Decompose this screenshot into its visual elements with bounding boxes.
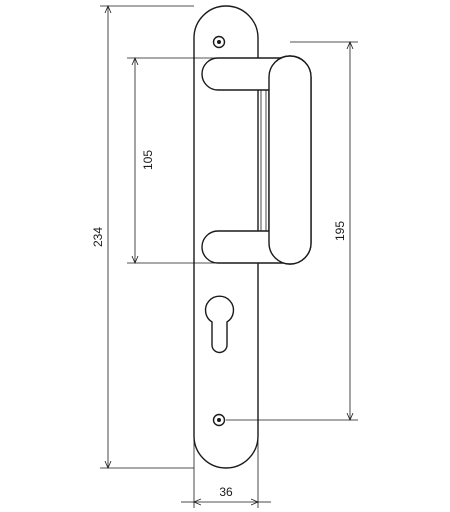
dimension-label-lever-spacing: 105 [141,150,155,170]
bottom-screw-hole-icon [212,413,226,427]
dimension-total-height: 234 [91,6,194,468]
dimension-lever-spacing: 105 [127,58,218,263]
upper-standoff [201,57,285,91]
dimension-label-lever-height: 195 [333,221,347,241]
dimension-label-total-height: 234 [91,227,105,247]
keyhole-cutout [204,295,235,354]
top-screw-hole-icon [212,35,226,49]
handle-grip-outline [268,55,312,265]
dimension-lever-height: 195 [226,42,358,420]
dimension-label-plate-width: 36 [219,485,233,499]
dimension-plate-width: 36 [181,440,271,508]
